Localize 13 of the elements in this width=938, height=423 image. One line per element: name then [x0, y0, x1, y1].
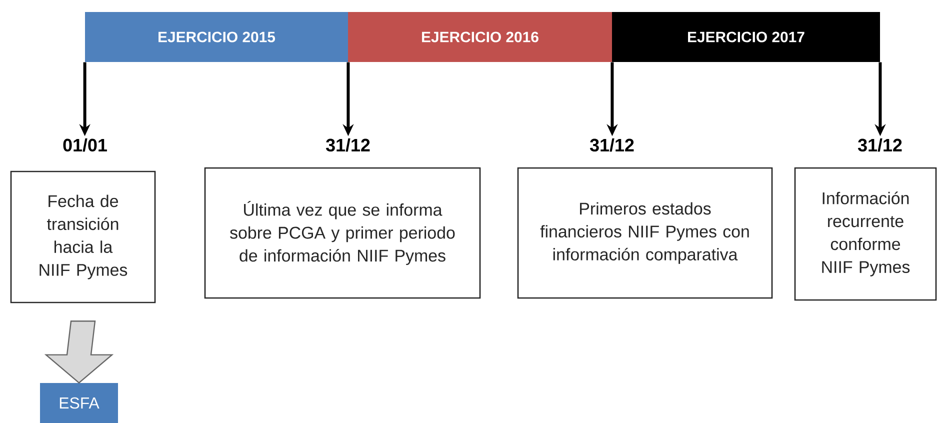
text-box: Primeros estados financieros NIIF Pymes con información comparativa: [517, 167, 773, 299]
date-label: 31/12: [590, 138, 634, 152]
text-box: Información recurrente conforme NIIF Pymes: [794, 167, 937, 301]
label-box: ESFA: [40, 383, 118, 423]
period-band: EJERCICIO 2015: [85, 12, 348, 62]
text-box: Última vez que se informa sobre PCGA y primer periodo de información NIIF Pymes: [204, 167, 481, 299]
block-arrow: [44, 320, 114, 384]
text-box: Fecha de transición hacia la NIIF Pymes: [10, 170, 156, 304]
date-label: 31/12: [326, 138, 370, 152]
period-band: EJERCICIO 2017: [612, 12, 880, 62]
date-label: 01/01: [63, 138, 107, 152]
period-band: EJERCICIO 2016: [348, 12, 612, 62]
date-label: 31/12: [858, 138, 902, 152]
